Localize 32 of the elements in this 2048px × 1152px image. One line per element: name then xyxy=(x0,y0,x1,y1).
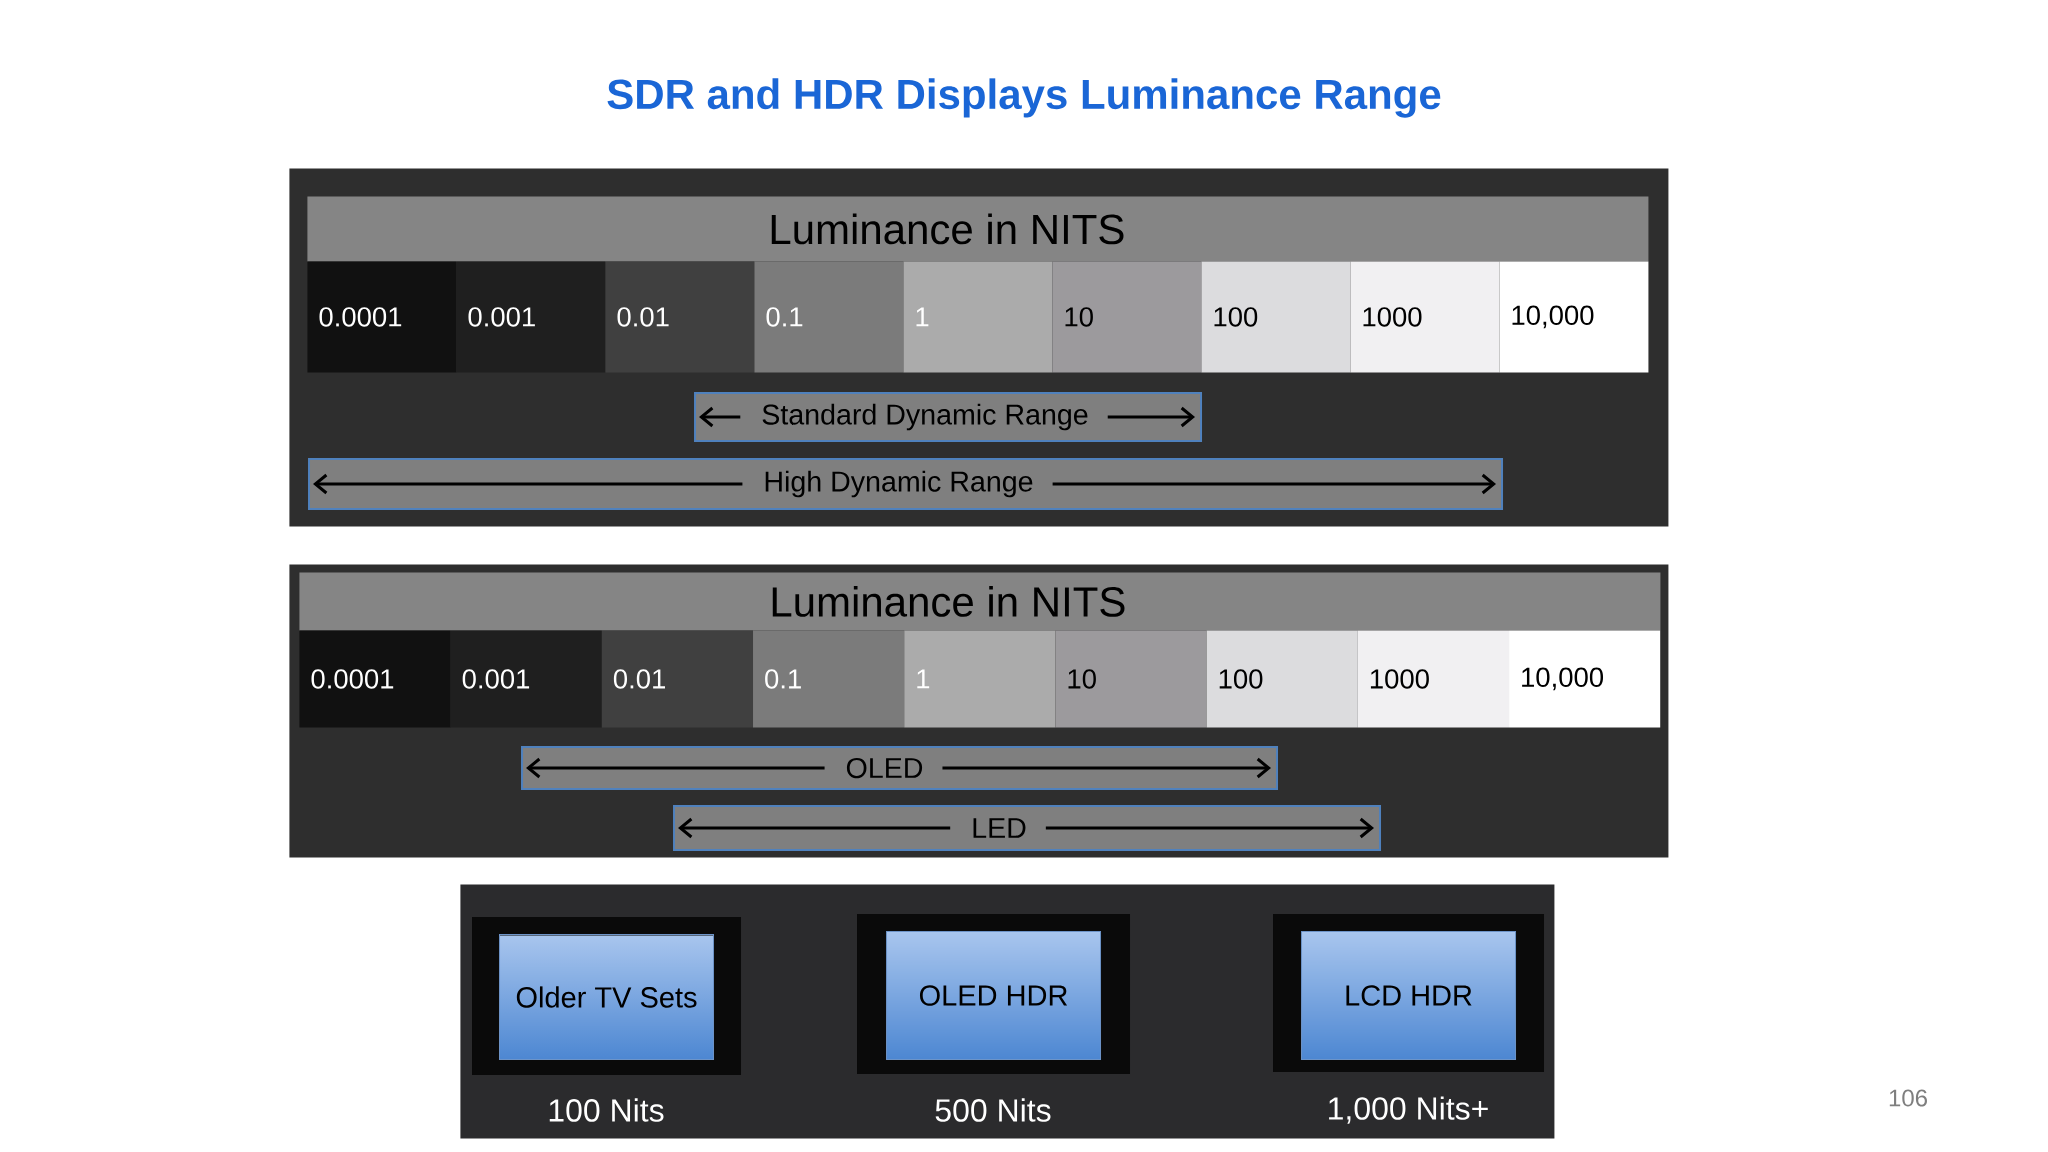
node-label: 100 Nits xyxy=(549,1098,664,1122)
page-number: 106 xyxy=(1889,1089,1927,1107)
scale-cell: 1 xyxy=(904,630,1056,728)
scale-cell: 0.0001 xyxy=(307,261,457,373)
scale-cell: 1 xyxy=(903,261,1053,373)
range-bar: High Dynamic Range xyxy=(308,458,1503,510)
scale-cell: 0.0001 xyxy=(299,630,451,728)
tv-screen: Older TV Sets xyxy=(499,934,714,1060)
scale-cell: 0.001 xyxy=(456,261,606,373)
tv-screen: LCD HDR xyxy=(1301,931,1516,1060)
scale-cell: 0.1 xyxy=(754,261,904,373)
scale-cell: 10 xyxy=(1055,630,1207,728)
scale-cell: 0.01 xyxy=(601,630,753,728)
range-bar: LED xyxy=(673,805,1381,851)
scale-cell: 100 xyxy=(1206,630,1358,728)
scale-cell: 10,000 xyxy=(1509,630,1661,728)
tv-screen: OLED HDR xyxy=(886,931,1101,1060)
scale-cell: 0.001 xyxy=(450,630,602,728)
header-band: Luminance in NITS xyxy=(307,196,1649,262)
range-bar: Standard Dynamic Range xyxy=(694,392,1202,442)
scale-cell: 1000 xyxy=(1350,261,1500,373)
scale-cell: 0.01 xyxy=(605,261,755,373)
scale-cell: 10,000 xyxy=(1499,261,1649,373)
node-label: 500 Nits xyxy=(935,1098,1051,1122)
scale-cell: 1000 xyxy=(1357,630,1509,728)
range-bar: OLED xyxy=(521,746,1278,790)
title: SDR and HDR Displays Luminance Range xyxy=(607,78,1441,118)
header-band: Luminance in NITS xyxy=(299,572,1661,631)
scale-cell: 0.1 xyxy=(753,630,905,728)
scale-cell: 10 xyxy=(1052,261,1202,373)
scale-cell: 100 xyxy=(1201,261,1351,373)
node-label: 1,000 Nits+ xyxy=(1329,1096,1488,1124)
